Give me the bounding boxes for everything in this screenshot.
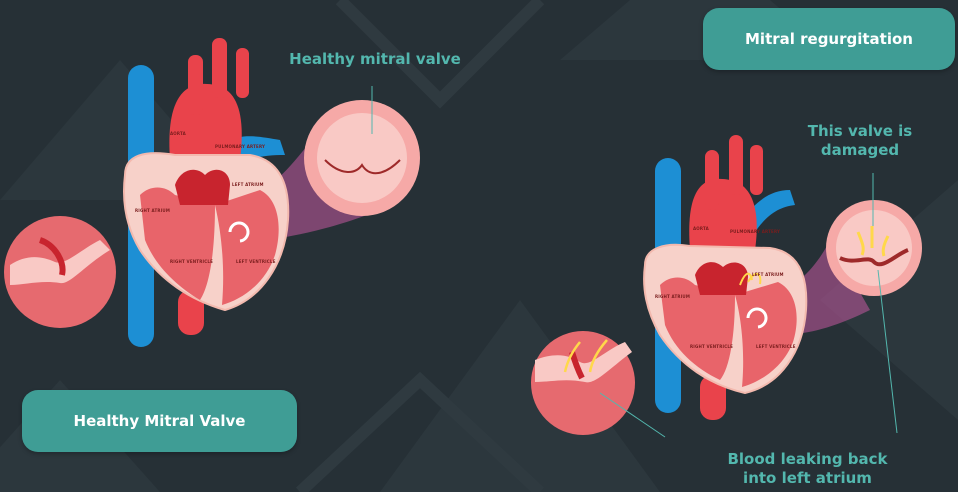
mitral-regurgitation-label: Mitral regurgitation	[703, 8, 955, 70]
leak-callout-line2: into left atrium	[700, 469, 915, 488]
left-atrium-label-right: LEFT ATRIUM	[752, 272, 784, 277]
healthy-valve-callout: Healthy mitral valve	[265, 50, 485, 69]
healthy-mitral-valve-label: Healthy Mitral Valve	[22, 390, 297, 452]
right-atrium-label-right: RIGHT ATRIUM	[655, 294, 690, 299]
damaged-callout-line2: damaged	[770, 141, 950, 160]
left-ventricle-label-right: LEFT VENTRICLE	[756, 344, 796, 349]
damaged-callout-line1: This valve is	[770, 122, 950, 141]
leak-callout-line1: Blood leaking back	[700, 450, 915, 469]
regurgitation-pill-text: Mitral regurgitation	[745, 30, 913, 48]
damaged-valve-callout: This valve is damaged	[770, 122, 950, 160]
pulmonary-artery-label-right: PULMONARY ARTERY	[730, 229, 780, 234]
leak-callout: Blood leaking back into left atrium	[700, 450, 915, 488]
aorta-label-right: AORTA	[693, 226, 710, 231]
right-ventricle-label-right: RIGHT VENTRICLE	[690, 344, 733, 349]
healthy-pill-text: Healthy Mitral Valve	[74, 412, 246, 430]
healthy-valve-callout-text: Healthy mitral valve	[289, 50, 461, 68]
